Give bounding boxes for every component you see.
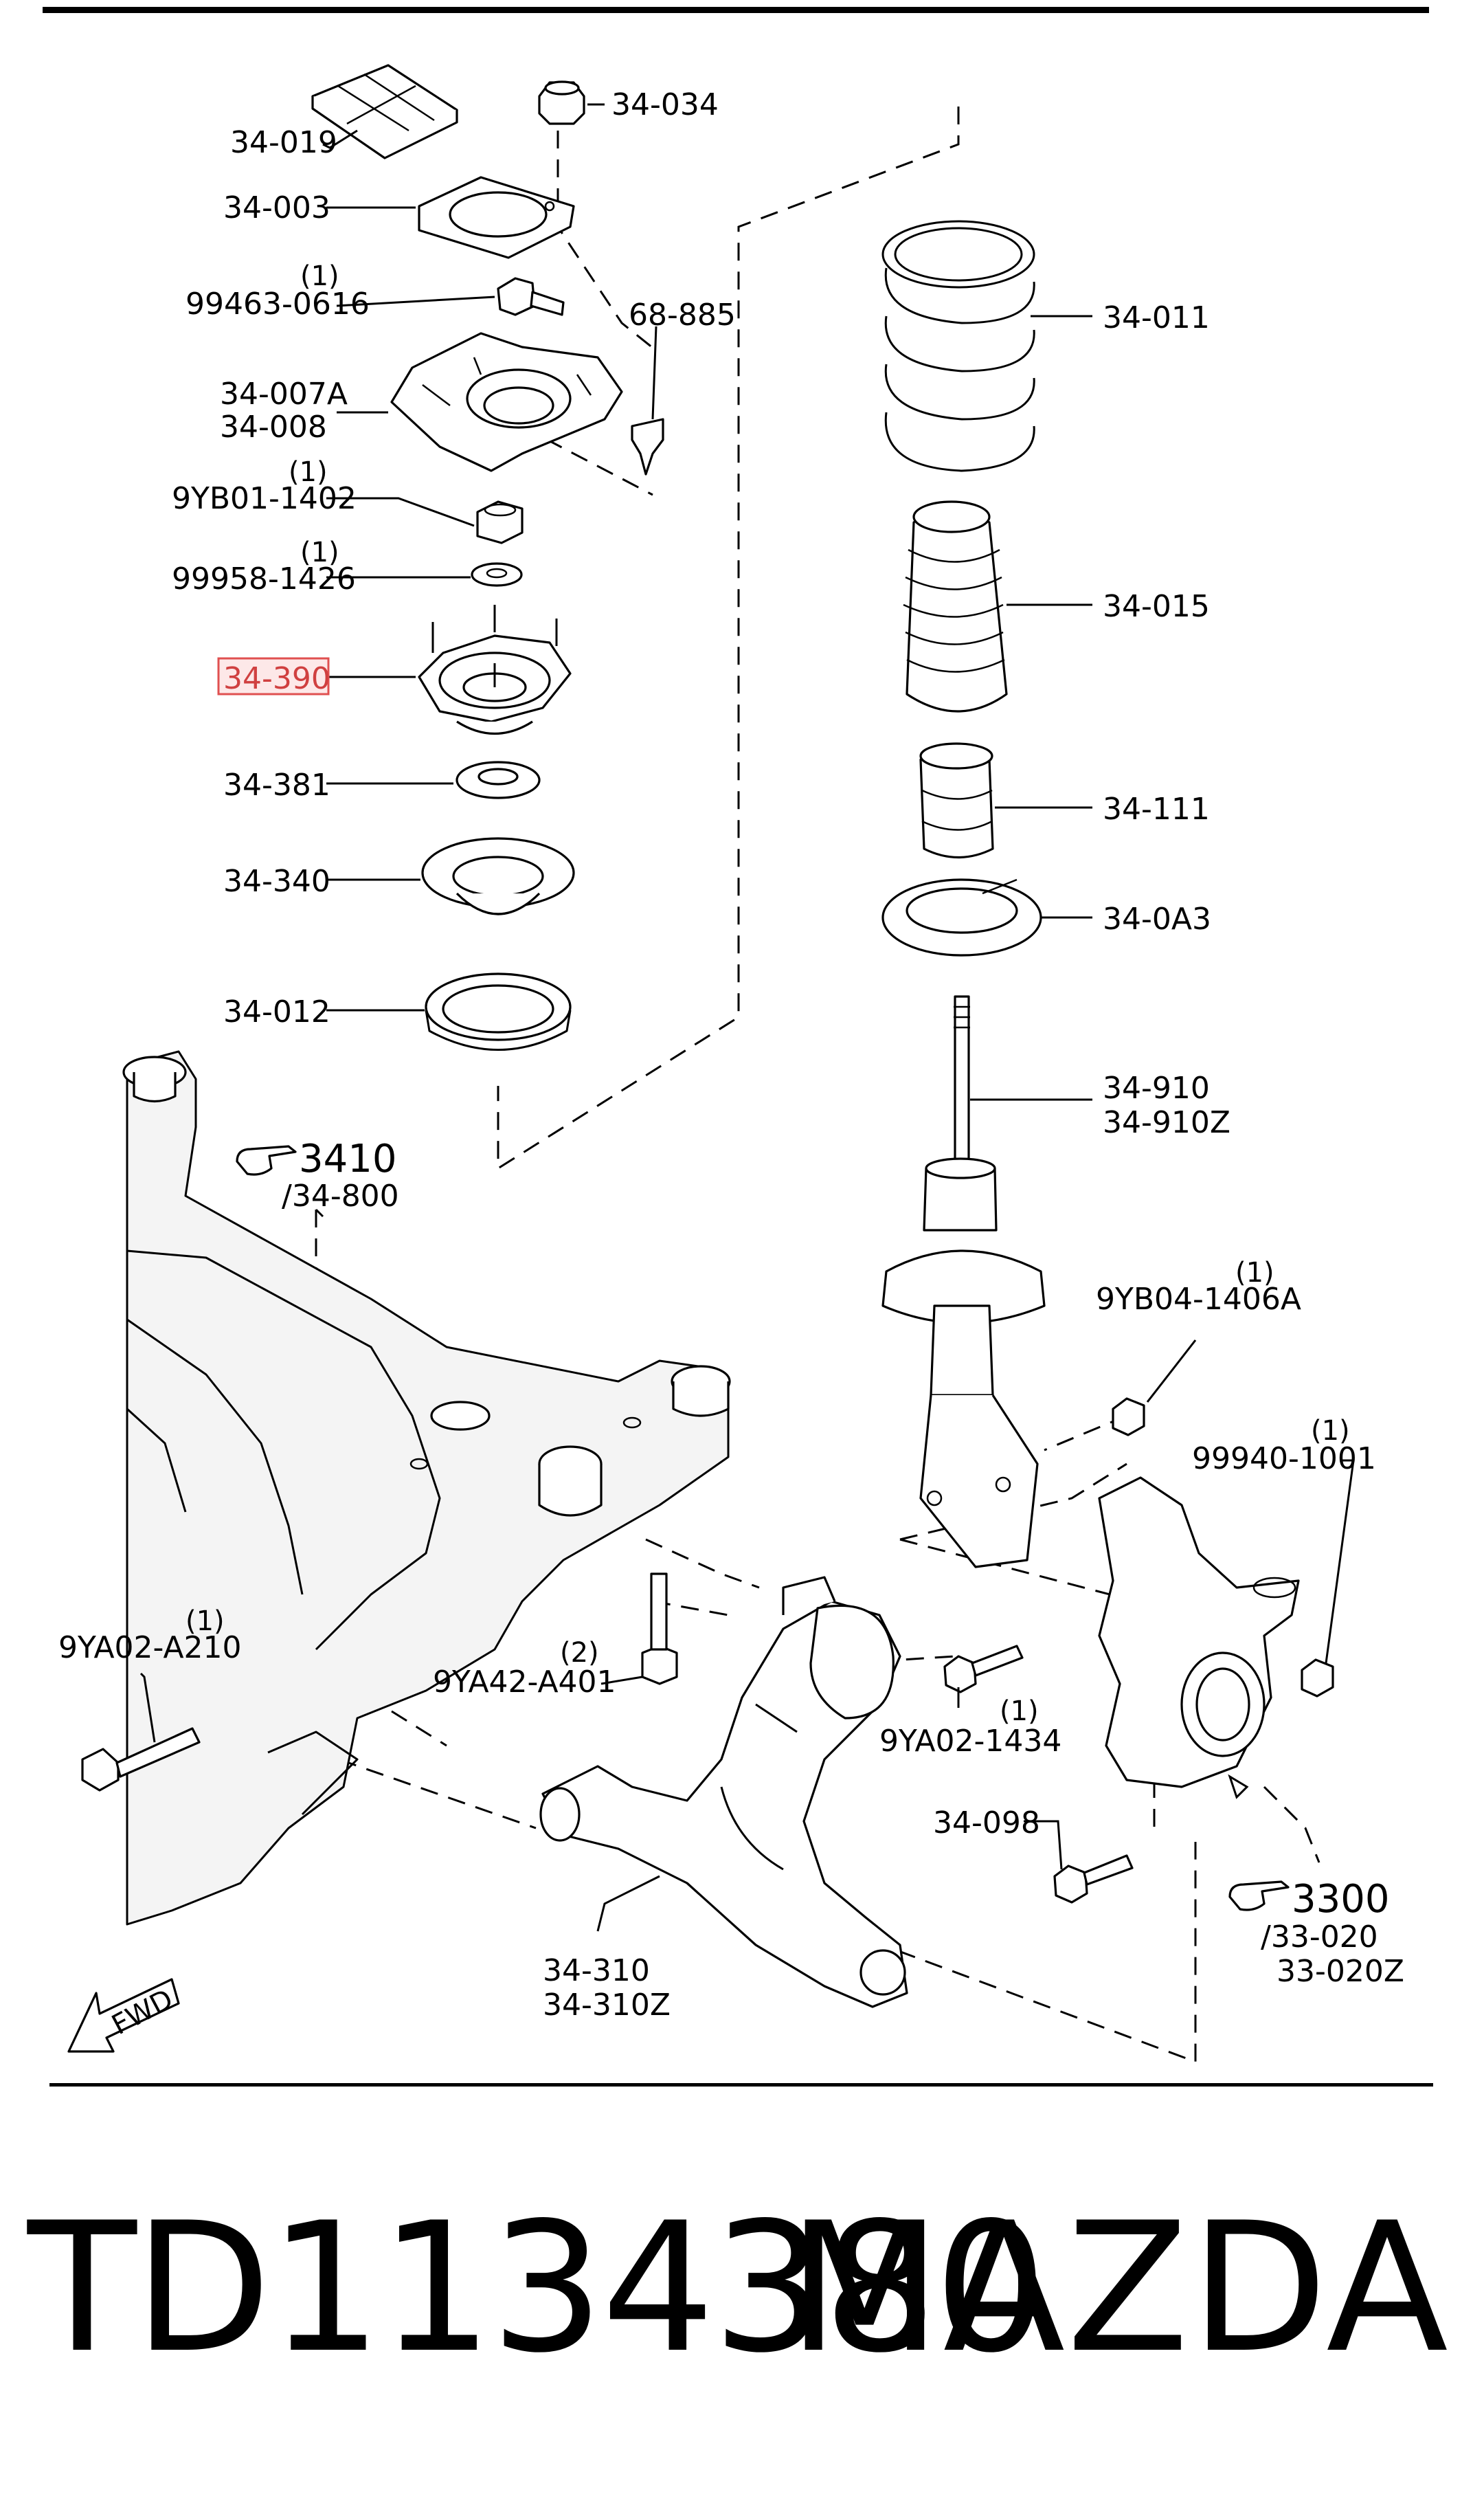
label-9ya02-1434: 9YA02-1434 (879, 1724, 1061, 1759)
label-99463: 99463-0616 (186, 287, 370, 322)
part-34-310-lower-arm (539, 1576, 908, 2008)
part-34-015-dust-boot (903, 500, 1008, 713)
part-99958-washer (471, 562, 523, 587)
ref-3410: 3410 (299, 1137, 397, 1181)
qty-9ya02-1434: (1) (1000, 1695, 1039, 1727)
part-34-381-bearing (456, 761, 541, 799)
ref-3300: 3300 (1292, 1877, 1390, 1922)
part-9yb04-nut (1112, 1397, 1145, 1436)
label-34-310: 34-310 (543, 1953, 650, 1988)
part-34-111-bump-stop (919, 742, 994, 858)
part-99940-nut (1301, 1658, 1334, 1698)
label-34-390: 34-390 (223, 661, 330, 696)
ref-3300-sub: /33-020 (1261, 1920, 1378, 1955)
part-34-034-nut (538, 80, 585, 125)
qty-9yb01: (1) (289, 456, 328, 488)
part-34-910-strut (881, 995, 1046, 1568)
label-34-0a3: 34-0A3 (1103, 902, 1211, 937)
fwd-arrow-icon: FWD (67, 1978, 180, 2053)
part-34-011-coil-spring (881, 220, 1035, 472)
label-34-015: 34-015 (1103, 589, 1210, 624)
label-34-007a: 34-007A (220, 377, 348, 412)
hand-pointer-icon-3300 (1228, 1880, 1290, 1911)
label-34-910z: 34-910Z (1103, 1105, 1230, 1140)
label-9yb04: 9YB04-1406A (1096, 1282, 1301, 1317)
part-68-885-clip (631, 418, 664, 476)
bottom-rule (49, 2083, 1433, 2087)
part-34-012-insulator (425, 972, 572, 1051)
label-33-020z: 33-020Z (1277, 1954, 1404, 1989)
label-99958: 99958-1426 (172, 561, 356, 597)
part-99463-bolt (497, 277, 565, 316)
part-34-340-spring-seat (421, 837, 575, 915)
part-knuckle (1098, 1476, 1300, 1788)
part-34-0a3-seat (881, 878, 1042, 957)
part-34-390-strut-mount (418, 605, 572, 735)
label-9ya02-a210: 9YA02-A210 (58, 1630, 242, 1665)
part-9yb01-nut (476, 500, 524, 544)
label-9ya42: 9YA42-A401 (433, 1665, 616, 1700)
brand-title: MAZDA (787, 2185, 1450, 2392)
label-68-885: 68-885 (629, 298, 736, 333)
label-34-381: 34-381 (223, 768, 330, 803)
qty-99958: (1) (300, 537, 339, 568)
qty-99463: (1) (300, 260, 339, 292)
part-34-098-bolt (1053, 1854, 1134, 1904)
label-34-910: 34-910 (1103, 1071, 1210, 1106)
part-9ya02-a210-bolt (81, 1727, 201, 1792)
callout-labels: 34-019 34-034 34-003 (1) 99463-0616 68-8… (58, 87, 1404, 2023)
qty-9yb04: (1) (1235, 1257, 1274, 1289)
part-34-007a-bracket (390, 332, 623, 472)
part-9ya02-1434-bolt (943, 1645, 1024, 1693)
top-rule (43, 7, 1429, 13)
part-34-019-pad (311, 64, 458, 159)
label-34-008: 34-008 (220, 410, 327, 445)
label-34-012: 34-012 (223, 994, 330, 1030)
label-34-034: 34-034 (611, 87, 719, 122)
highlight-box-34-390 (217, 657, 330, 696)
qty-9ya42: (2) (560, 1637, 599, 1669)
part-number-title: TD1134380 (27, 2185, 1048, 2392)
fwd-label: FWD (106, 1983, 178, 2041)
part-9ya42-bolt (641, 1572, 678, 1685)
qty-99940: (1) (1311, 1415, 1350, 1447)
part-subframe (122, 1050, 731, 1926)
label-34-310z: 34-310Z (543, 1988, 671, 2023)
label-34-011: 34-011 (1103, 300, 1210, 335)
qty-9ya02-a210: (1) (186, 1605, 225, 1637)
label-34-019: 34-019 (230, 125, 337, 160)
hand-pointer-icon-3410 (236, 1145, 297, 1176)
label-34-003: 34-003 (223, 190, 330, 225)
leader-lines (139, 103, 1355, 1932)
label-99940: 99940-1001 (1192, 1441, 1376, 1476)
label-34-111: 34-111 (1103, 792, 1210, 827)
label-9yb01: 9YB01-1402 (172, 481, 357, 516)
label-34-098: 34-098 (933, 1805, 1040, 1840)
knuckle-arrow (1228, 1774, 1249, 1799)
ref-3410-sub: /34-800 (282, 1179, 399, 1214)
label-34-340: 34-340 (223, 864, 330, 899)
part-34-003-gasket (418, 176, 575, 259)
